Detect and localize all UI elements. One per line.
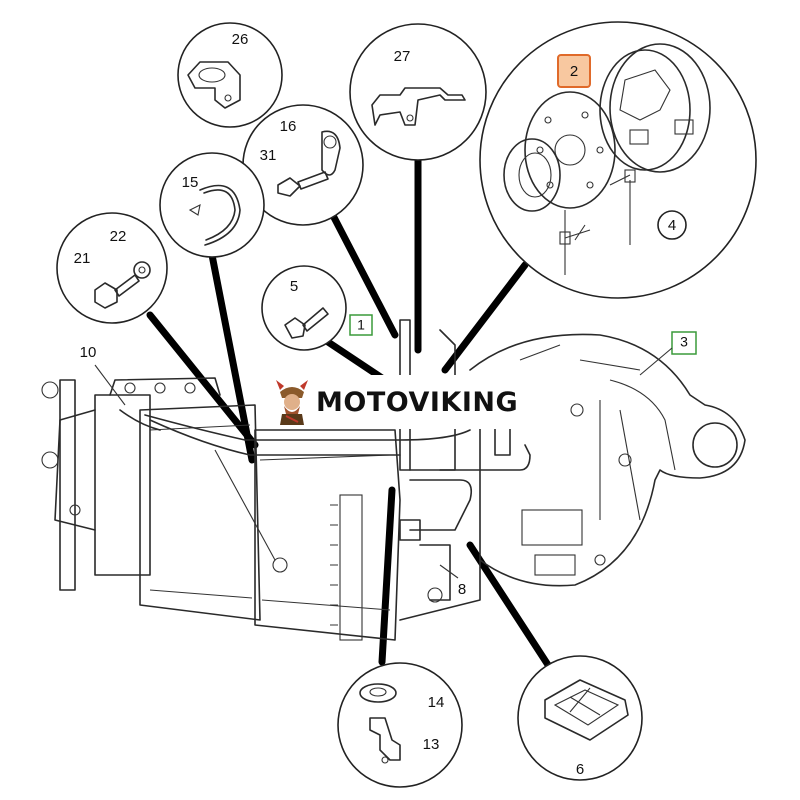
- label-21: 21: [74, 250, 91, 267]
- label-3-box: [671, 331, 697, 355]
- label-13: 13: [423, 736, 440, 753]
- leader-16-31: [321, 196, 399, 339]
- assembly-labels: 1 3 10 8: [80, 314, 697, 598]
- callout-26: 26: [177, 22, 283, 128]
- callout-21-22: 21 22: [56, 212, 168, 324]
- label-1-box: [349, 314, 373, 336]
- label-10: 10: [80, 344, 97, 361]
- label-5: 5: [290, 278, 298, 295]
- transmission-assembly: [41, 319, 746, 641]
- label-22: 22: [110, 228, 127, 245]
- leader-lines: [146, 156, 554, 672]
- watermark-text: MOTOVIKING: [316, 386, 519, 418]
- label-2: 2: [570, 63, 578, 80]
- callout-6: 6: [517, 655, 643, 781]
- label-14: 14: [428, 694, 445, 711]
- leader-2-4: [441, 261, 529, 374]
- leader-6: [466, 541, 554, 672]
- callout-5: 5: [261, 265, 347, 351]
- label-4: 4: [668, 217, 676, 234]
- label-27: 27: [394, 48, 411, 65]
- callout-16-31: 16 31: [242, 104, 364, 226]
- label-8: 8: [458, 581, 466, 598]
- leader-21-22: [146, 311, 259, 449]
- leader-15: [208, 251, 256, 464]
- label-1: 1: [357, 317, 365, 333]
- viking-warrior-icon: [276, 380, 308, 425]
- label-26: 26: [232, 31, 249, 48]
- label-3: 3: [680, 334, 688, 350]
- leader-5: [321, 336, 389, 384]
- callout-15: 15: [159, 152, 265, 258]
- label-2-highlight-box: [557, 54, 591, 88]
- callout-2-4: 2 4: [479, 21, 757, 299]
- label-6: 6: [576, 761, 584, 778]
- label-16: 16: [280, 118, 297, 135]
- callout-27: 27: [349, 23, 487, 161]
- label-15: 15: [182, 174, 199, 191]
- callout-13-14: 14 13: [337, 662, 463, 788]
- label-31: 31: [260, 147, 277, 164]
- leader-13-14: [378, 486, 396, 666]
- watermark: MOTOVIKING: [268, 375, 534, 429]
